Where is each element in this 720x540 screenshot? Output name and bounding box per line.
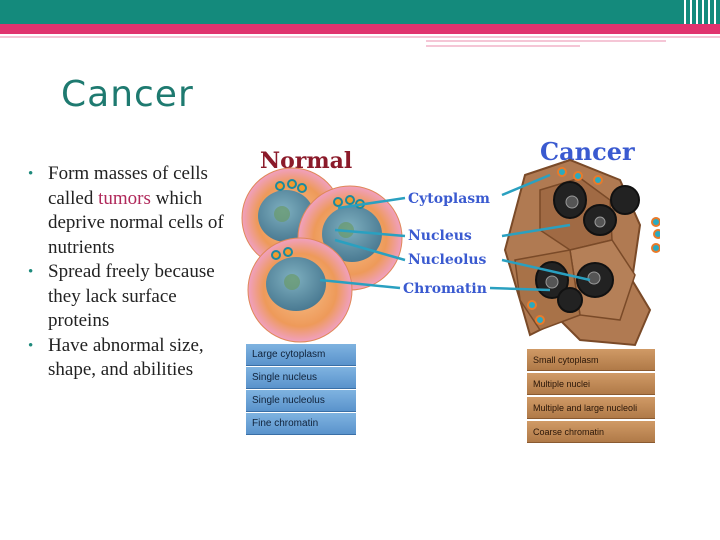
- normal-trait: Large cytoplasm: [246, 344, 356, 366]
- normal-trait: Single nucleolus: [246, 390, 356, 412]
- bullet-item: • Have abnormal size, shape, and abilitie…: [28, 334, 238, 383]
- top-thin-line: [0, 36, 720, 38]
- label-chromatin: Chromatin: [403, 281, 487, 297]
- surface-protein-icon: [527, 167, 660, 325]
- cancer-trait: Coarse chromatin: [527, 421, 655, 443]
- cancer-trait: Multiple nuclei: [527, 373, 655, 395]
- cancer-nucleolus: [545, 195, 606, 289]
- label-nucleolus: Nucleolus: [408, 252, 487, 268]
- label-cytoplasm: Cytoplasm: [408, 191, 490, 207]
- bullet-dot-icon: •: [28, 166, 34, 182]
- surface-protein-icon: [271, 179, 365, 260]
- bullet-item: • Spread freely because they lack surface…: [28, 260, 238, 334]
- label-nucleus: Nucleus: [408, 228, 472, 244]
- top-pink-bar: [0, 24, 720, 34]
- bullet-dot-icon: •: [28, 337, 34, 354]
- normal-trait: Single nucleus: [246, 367, 356, 389]
- bullet-text: Spread freely because they lack surface …: [48, 261, 215, 331]
- cancer-trait: Small cytoplasm: [527, 349, 655, 371]
- bullet-text: which deprive normal cells of nutrients: [48, 187, 224, 258]
- normal-trait: Fine chromatin: [246, 413, 356, 435]
- cancer-trait: Multiple and large nucleoli: [527, 397, 655, 419]
- top-thin-line-2: [426, 40, 666, 42]
- cell-comparison-illustration: Normal Cancer: [241, 137, 660, 347]
- bullet-text: Form masses of cells called: [48, 163, 208, 209]
- bullet-highlight: tumors: [98, 187, 151, 209]
- bullet-text: Have abnormal size, shape, and abilities: [48, 334, 204, 381]
- cancer-heading: Cancer: [540, 137, 635, 166]
- bullet-item: • Form masses of cells called tumors whic…: [28, 162, 238, 260]
- top-stripes: [680, 0, 720, 24]
- slide-title: Cancer: [61, 74, 194, 115]
- normal-cell: [247, 237, 353, 343]
- bullet-list: • Form masses of cells called tumors whic…: [28, 162, 238, 383]
- top-teal-bar: [0, 0, 720, 24]
- top-thin-line-3: [426, 45, 580, 47]
- bullet-dot-icon: •: [28, 264, 34, 280]
- pointer-lines: [319, 173, 591, 292]
